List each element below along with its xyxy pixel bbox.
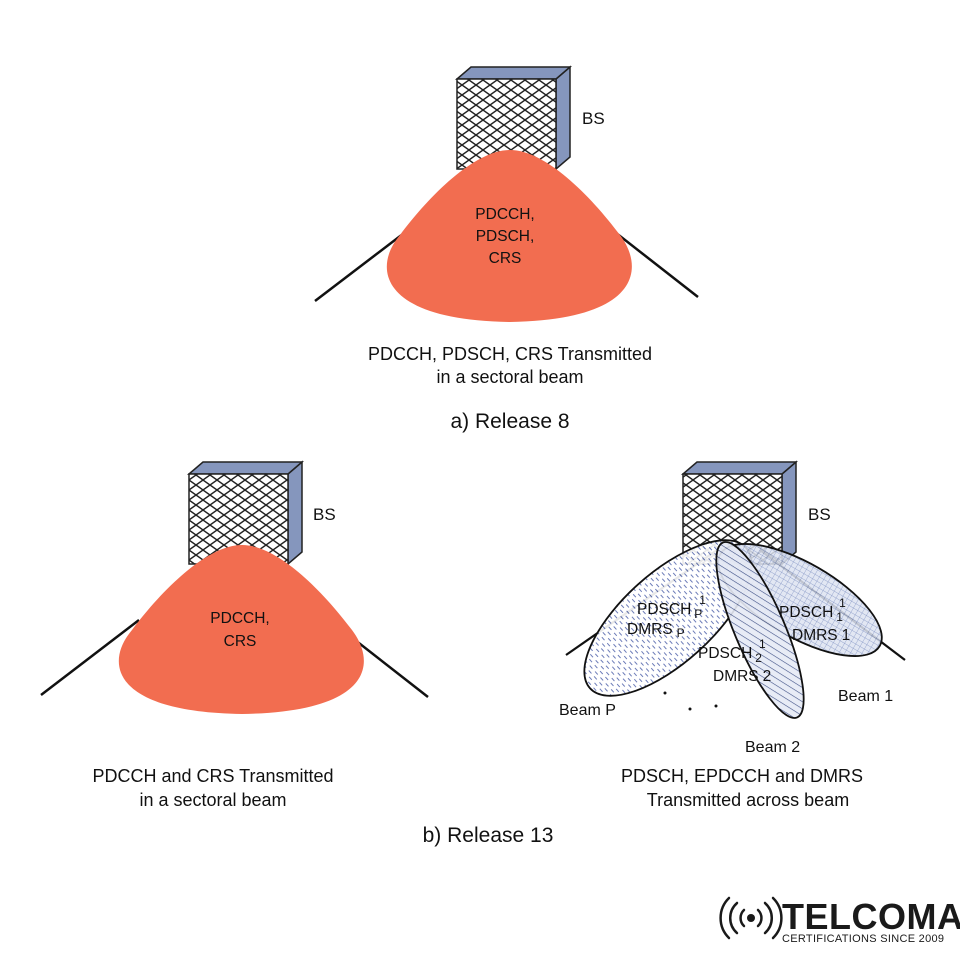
tower-side — [781, 460, 797, 566]
beam-text-line-1: PDCCH, — [475, 206, 534, 223]
logo-tagline: CERTIFICATIONS SINCE 2009 — [782, 933, 944, 945]
beam-text-line-2: PDSCH, — [476, 228, 535, 245]
beam-2-signal-superscript: 1 — [759, 637, 766, 651]
sectoral-beam — [386, 150, 632, 322]
caption-line-1: PDSCH, EPDCCH and DMRS — [621, 766, 863, 786]
caption-line-2: Transmitted across beam — [647, 790, 849, 810]
caption-line-2: in a sectoral beam — [139, 790, 286, 810]
beam-1-name: Beam 1 — [838, 688, 893, 705]
beam-p-ref-subscript: P — [677, 626, 685, 640]
section-title: b) Release 13 — [423, 824, 554, 847]
continuation-dots — [663, 691, 718, 711]
beam-2-name: Beam 2 — [745, 739, 800, 756]
tower-top — [454, 66, 573, 80]
base-station-tower — [454, 65, 573, 171]
beam-2-ref-subscript: 2 — [763, 668, 772, 685]
beam-p-signal-subscript: P — [694, 607, 702, 621]
beam-2-ref-signal: DMRS — [713, 668, 759, 685]
beam-p-signal: PDSCH — [637, 601, 691, 618]
logo-name: TELCOMA — [782, 896, 960, 937]
beam-2-signal-subscript: 2 — [755, 651, 762, 665]
caption-line-1: PDCCH, PDSCH, CRS Transmitted — [368, 344, 652, 364]
tower-top — [186, 461, 305, 475]
caption-line-1: PDCCH and CRS Transmitted — [92, 766, 333, 786]
beam-1-signal-superscript: 1 — [839, 596, 846, 610]
bs-label: BS — [313, 505, 336, 524]
beam-2-lobe — [715, 541, 805, 719]
beam-p-ref-signal: DMRS — [627, 621, 673, 638]
section-title: a) Release 8 — [450, 410, 569, 433]
beam-1-ref-signal: DMRS — [792, 627, 838, 644]
beam-1-ref-subscript: 1 — [842, 627, 851, 644]
bs-label: BS — [582, 109, 605, 128]
beam-2-signal: PDSCH — [698, 645, 752, 662]
signal-waves-icon — [719, 896, 783, 940]
beam-1-signal-subscript: 1 — [836, 610, 843, 624]
beam-text-line-2: CRS — [224, 633, 257, 650]
sector-line-left — [314, 226, 413, 302]
beam-text-line-1: PDCCH, — [210, 610, 269, 627]
beam-p-name: Beam P — [559, 702, 616, 719]
bs-label: BS — [808, 505, 831, 524]
beam-1-signal: PDSCH — [779, 604, 833, 621]
release8-panel: BS PDCCH, PDSCH, CRS PDCCH, PDSCH, CRS T… — [314, 65, 699, 433]
tower-side — [555, 65, 571, 171]
beam-p-signal-superscript: 1 — [699, 593, 706, 607]
caption-line-2: in a sectoral beam — [436, 367, 583, 387]
telcoma-logo: TELCOMA CERTIFICATIONS SINCE 2009 — [719, 896, 960, 945]
sector-line-left — [40, 619, 140, 696]
tower-top — [680, 461, 799, 475]
tower-side — [287, 460, 303, 566]
beam-text-line-3: CRS — [489, 250, 522, 267]
sectoral-beam — [118, 545, 364, 714]
release13-left-panel: BS PDCCH, CRS PDCCH and CRS Transmitted … — [40, 460, 429, 810]
